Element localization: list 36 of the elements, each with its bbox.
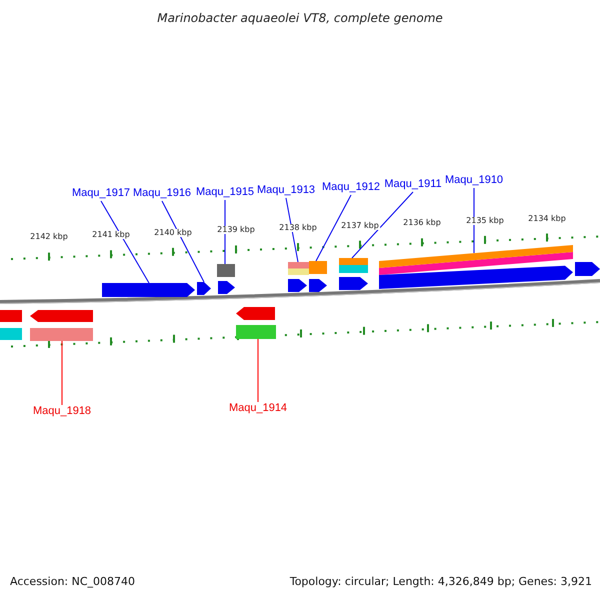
scale-label: 2138 kbp [278,224,318,232]
leader-line [316,194,352,262]
scale-label: 2142 kbp [29,233,69,242]
scale-label: 2134 kbp [527,214,567,223]
feature-box [309,261,327,274]
scale-label: 2140 kbp [153,228,193,237]
gene-label: Maqu_1918 [32,406,92,417]
gene-feature [102,283,195,297]
scale-label: 2141 kbp [91,230,131,239]
gene-label: Maqu_1913 [256,185,316,196]
gene-label: Maqu_1912 [322,182,380,193]
gene-label: Maqu_1916 [132,188,192,199]
feature-box [217,264,235,277]
accession-text: Accession: NC_008740 [10,576,136,587]
gene-label: Maqu_1911 [384,179,442,190]
leader-line [286,198,298,262]
scale-label: 2137 kbp [340,222,380,230]
feature-box [288,262,309,275]
leader-line [224,200,226,264]
feature-box [30,328,93,341]
feature-box [236,325,276,339]
gene-label: Maqu_1915 [196,187,254,198]
gene-label: Maqu_1917 [72,188,130,199]
gene-label: Maqu_1910 [444,175,504,186]
leader-line [100,200,150,284]
gene-label: Maqu_1914 [228,403,288,414]
scale-label: 2135 kbp [465,217,505,226]
gene-feature [197,282,211,295]
scale-label: 2136 kbp [402,219,442,228]
leader-line [162,200,204,282]
genome-summary-text: Topology: circular; Length: 4,326,849 bp; Genes: 3,921 [290,576,592,587]
scale-label: 2139 kbp [216,226,256,234]
feature-bar [339,258,368,265]
feature-bar [379,245,573,268]
title: Marinobacter aquaeolei VT8, complete genome [157,12,443,24]
leader-line [352,192,414,258]
